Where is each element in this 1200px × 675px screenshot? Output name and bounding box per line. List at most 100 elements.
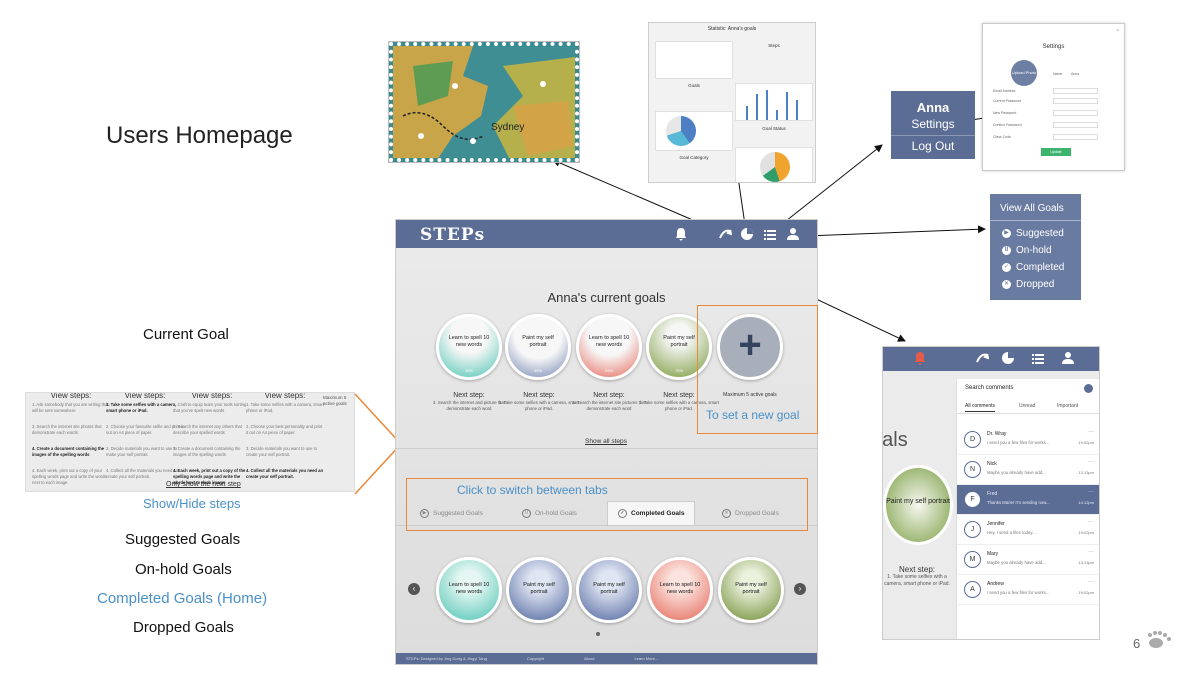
tab-completed-goals[interactable]: ✓ Completed Goals (607, 501, 696, 525)
comment-author: Jennifer (987, 521, 1005, 527)
app-footer: STEPs: Designed by Jing Dong & Jingyi Ta… (396, 653, 817, 664)
settings-label-class-code: Class Code (993, 135, 1012, 139)
comment-row-selected[interactable]: F Fred Thanks Marie! I'm sending now... … (957, 485, 1099, 515)
avatar: J (964, 521, 981, 538)
list-icon[interactable] (763, 227, 777, 241)
settings-label-current-password: Current Password (993, 99, 1022, 103)
tab-all-comments[interactable]: All comments (965, 403, 996, 412)
comment-row[interactable]: A Andrew I send you a few files for work… (957, 575, 1099, 605)
steps-app-window: STEPs Anna's current goals Learn to spel… (395, 219, 818, 665)
comment-author: Dr. Wray (987, 431, 1007, 437)
current-goal-2[interactable]: Paint my self portrait 35% (505, 314, 571, 380)
tab-label: Completed Goals (631, 510, 685, 517)
tab-suggested-goals[interactable]: ▶ Suggested Goals (420, 501, 483, 525)
next-step-title: Next step: (593, 392, 625, 399)
next-step-2: Next step: 1. Take some selfies with a c… (499, 392, 579, 411)
tab-label: Dropped Goals (735, 509, 779, 517)
settings-label-confirm-password: Confirm Password (993, 123, 1022, 127)
footer-learn-more-link[interactable]: Learn More... (634, 656, 659, 661)
tab-on-hold-goals[interactable]: II On-hold Goals (522, 501, 577, 525)
goal-label: Paint my self portrait (886, 498, 950, 505)
menu-item-settings[interactable]: Settings (911, 117, 955, 131)
completed-goal-5[interactable]: Paint my self portrait (718, 557, 784, 623)
completed-goal-1[interactable]: Learn to spell 10 new words (436, 557, 502, 623)
steps-panel: View steps: 1. Ask somebody that you are… (25, 392, 355, 492)
menu-item-on-hold[interactable]: II On-hold (1002, 245, 1052, 256)
tab-label: On-hold Goals (535, 509, 577, 517)
footer-copyright-link[interactable]: Copyright (526, 656, 544, 661)
tab-unread[interactable]: Unread (1019, 403, 1036, 409)
footer-about-link[interactable]: About (583, 656, 595, 661)
completed-goal-4[interactable]: Learn to spell 10 new words (647, 557, 713, 623)
comments-screen: oals Paint my self portrait Next step: 1… (882, 346, 1100, 640)
goal-progress: 35% (533, 368, 542, 373)
current-password-field[interactable] (1053, 98, 1098, 104)
close-icon: ✕ (1002, 280, 1011, 289)
menu-item-dropped[interactable]: ✕ Dropped (1002, 279, 1054, 290)
goal-label: Learn to spell 10 new words (659, 582, 701, 595)
avatar[interactable]: Upload Photo (1011, 60, 1037, 86)
more-icon[interactable]: ··· (1088, 549, 1094, 555)
user-icon[interactable] (786, 227, 800, 241)
menu-item-logout[interactable]: Log Out (911, 139, 955, 153)
steps-column-4: View steps: 1. Take some selfies with a … (246, 393, 324, 490)
bell-icon[interactable] (674, 227, 688, 241)
comment-author: Mary (987, 551, 999, 557)
stats-title: Statistic: Anna's goals (707, 26, 757, 32)
search-comments-input[interactable]: Search comments (965, 385, 1014, 391)
completed-goal-3[interactable]: Paint my self portrait (576, 557, 642, 623)
comment-row[interactable]: M Mary Maybe you already have add... 13:… (957, 545, 1099, 575)
map-route-icon[interactable] (718, 227, 732, 241)
goal-circle[interactable]: Paint my self portrait (883, 465, 953, 545)
current-goal-4[interactable]: Paint my self portrait 75% (646, 314, 712, 380)
new-password-field[interactable] (1053, 110, 1098, 116)
more-icon[interactable]: ··· (1088, 459, 1094, 465)
completed-goal-2[interactable]: Paint my self portrait (506, 557, 572, 623)
more-icon[interactable]: ··· (1088, 579, 1094, 585)
carousel-indicator[interactable] (596, 632, 600, 636)
comment-row[interactable]: J Jennifer Hey, I send a files today... … (957, 515, 1099, 545)
confirm-password-field[interactable] (1053, 122, 1098, 128)
pie-chart-icon[interactable] (1001, 351, 1015, 365)
chevron-right-icon[interactable]: › (794, 583, 806, 595)
comment-preview: I send you a few files for works... (987, 440, 1050, 445)
chevron-left-icon[interactable]: ‹ (408, 583, 420, 595)
show-all-steps-link[interactable]: Show all steps (585, 438, 627, 445)
email-field[interactable] (1053, 88, 1098, 94)
caption-suggested-goals: Suggested Goals (125, 531, 241, 548)
menu-item-completed[interactable]: ✓ Completed (1002, 262, 1064, 273)
tab-dropped-goals[interactable]: ✕ Dropped Goals (722, 501, 779, 525)
next-step-text: 1. Take some selfies with a camera, smar… (884, 574, 950, 587)
class-code-field[interactable] (1053, 134, 1098, 140)
comment-row[interactable]: N Nick Maybe you already have add... 13:… (957, 455, 1099, 485)
more-icon[interactable]: ··· (1088, 429, 1094, 435)
more-icon[interactable]: ··· (1088, 519, 1094, 525)
search-icon[interactable] (1084, 384, 1093, 393)
map-thumbnail: Sydney (388, 41, 580, 163)
add-goal-button[interactable] (717, 314, 783, 380)
only-next-step-link[interactable]: Only show the next step (166, 481, 241, 488)
play-icon: ▶ (420, 508, 429, 518)
update-button[interactable]: Update (1041, 148, 1071, 156)
list-icon[interactable] (1031, 351, 1045, 365)
step-item: 4. Create a document containing the imag… (32, 446, 105, 457)
menu-item-view-all-goals[interactable]: View All Goals (1000, 203, 1064, 214)
goal-progress: 25% (604, 368, 613, 373)
user-icon[interactable] (1061, 351, 1075, 365)
menu-item-suggested[interactable]: ▶ Suggested (1002, 228, 1064, 239)
map-route-icon[interactable] (975, 351, 989, 365)
pie-chart-icon[interactable] (740, 227, 754, 241)
comment-time: 19:02pm (1078, 440, 1094, 445)
tab-important[interactable]: Important (1057, 403, 1079, 409)
current-goal-3[interactable]: Learn to spell 10 new words 25% (576, 314, 642, 380)
app-logo[interactable]: STEPs (420, 225, 486, 245)
bell-icon[interactable] (913, 351, 927, 365)
close-icon[interactable]: × (1116, 28, 1119, 34)
steps-header: View steps: (264, 392, 306, 400)
more-icon[interactable]: ··· (1088, 489, 1094, 495)
current-goal-1[interactable]: Learn to spell 10 new words 45% (436, 314, 502, 380)
next-step-text: 1. Take some selfies with a camera, smar… (639, 400, 719, 411)
comment-row[interactable]: D Dr. Wray I send you a few files for wo… (957, 425, 1099, 455)
steps-column-1: View steps: 1. Ask somebody that you are… (32, 393, 110, 491)
section-divider (396, 448, 817, 449)
